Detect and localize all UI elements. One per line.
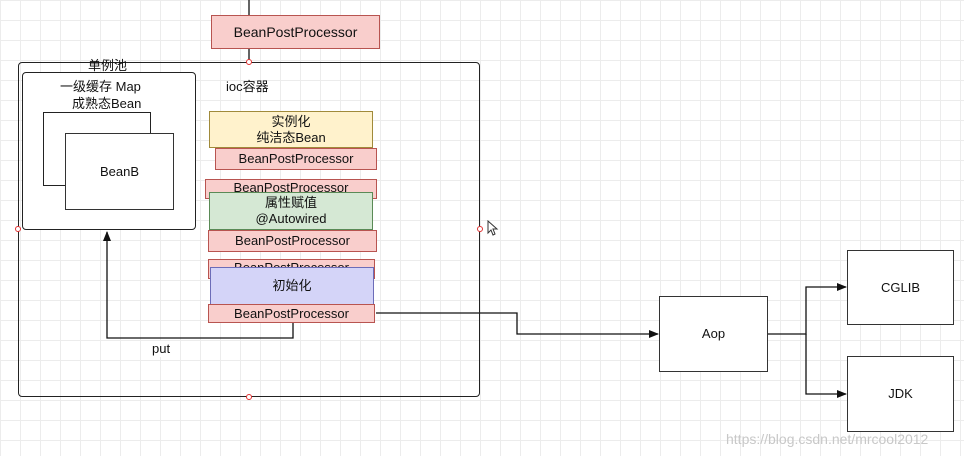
instantiate-step[interactable]: 实例化 纯洁态Bean	[209, 111, 373, 148]
watermark: https://blog.csdn.net/mrcool2012	[726, 431, 929, 447]
resize-handle-top[interactable]	[246, 59, 252, 65]
cglib-box[interactable]: CGLIB	[847, 250, 954, 325]
mouse-cursor-icon	[487, 220, 499, 236]
jdk-arrow	[805, 334, 847, 398]
instantiate-line1: 实例化	[271, 113, 311, 129]
singleton-cache-line2: 成熟态Bean	[72, 96, 142, 111]
cache-item-beanb[interactable]: BeanB	[65, 133, 174, 210]
bean-post-processor-3[interactable]: BeanPostProcessor	[208, 230, 377, 252]
jdk-box[interactable]: JDK	[847, 356, 954, 432]
populate-line2: @Autowired	[255, 211, 327, 226]
instantiate-line2: 纯洁态Bean	[256, 129, 326, 145]
resize-handle-right[interactable]	[477, 226, 483, 232]
bean-post-processor-1[interactable]: BeanPostProcessor	[215, 148, 377, 170]
ioc-container-label: ioc容器	[226, 79, 269, 94]
put-label: put	[150, 341, 173, 357]
singleton-cache-title: 单例池	[88, 58, 128, 73]
resize-handle-left[interactable]	[15, 226, 21, 232]
populate-line1: 属性赋值	[264, 195, 317, 210]
put-arrow	[103, 231, 294, 339]
aop-arrow	[376, 312, 659, 338]
singleton-cache-line1: 一级缓存 Map	[60, 79, 141, 94]
bean-post-processor-5[interactable]: BeanPostProcessor	[208, 304, 375, 323]
top-bean-post-processor[interactable]: BeanPostProcessor	[211, 15, 380, 49]
aop-box[interactable]: Aop	[659, 296, 768, 372]
populate-step[interactable]: 属性赋值 @Autowired	[209, 192, 373, 230]
resize-handle-bottom[interactable]	[246, 394, 252, 400]
initialize-step[interactable]: 初始化	[210, 267, 374, 305]
cglib-arrow	[768, 283, 847, 335]
